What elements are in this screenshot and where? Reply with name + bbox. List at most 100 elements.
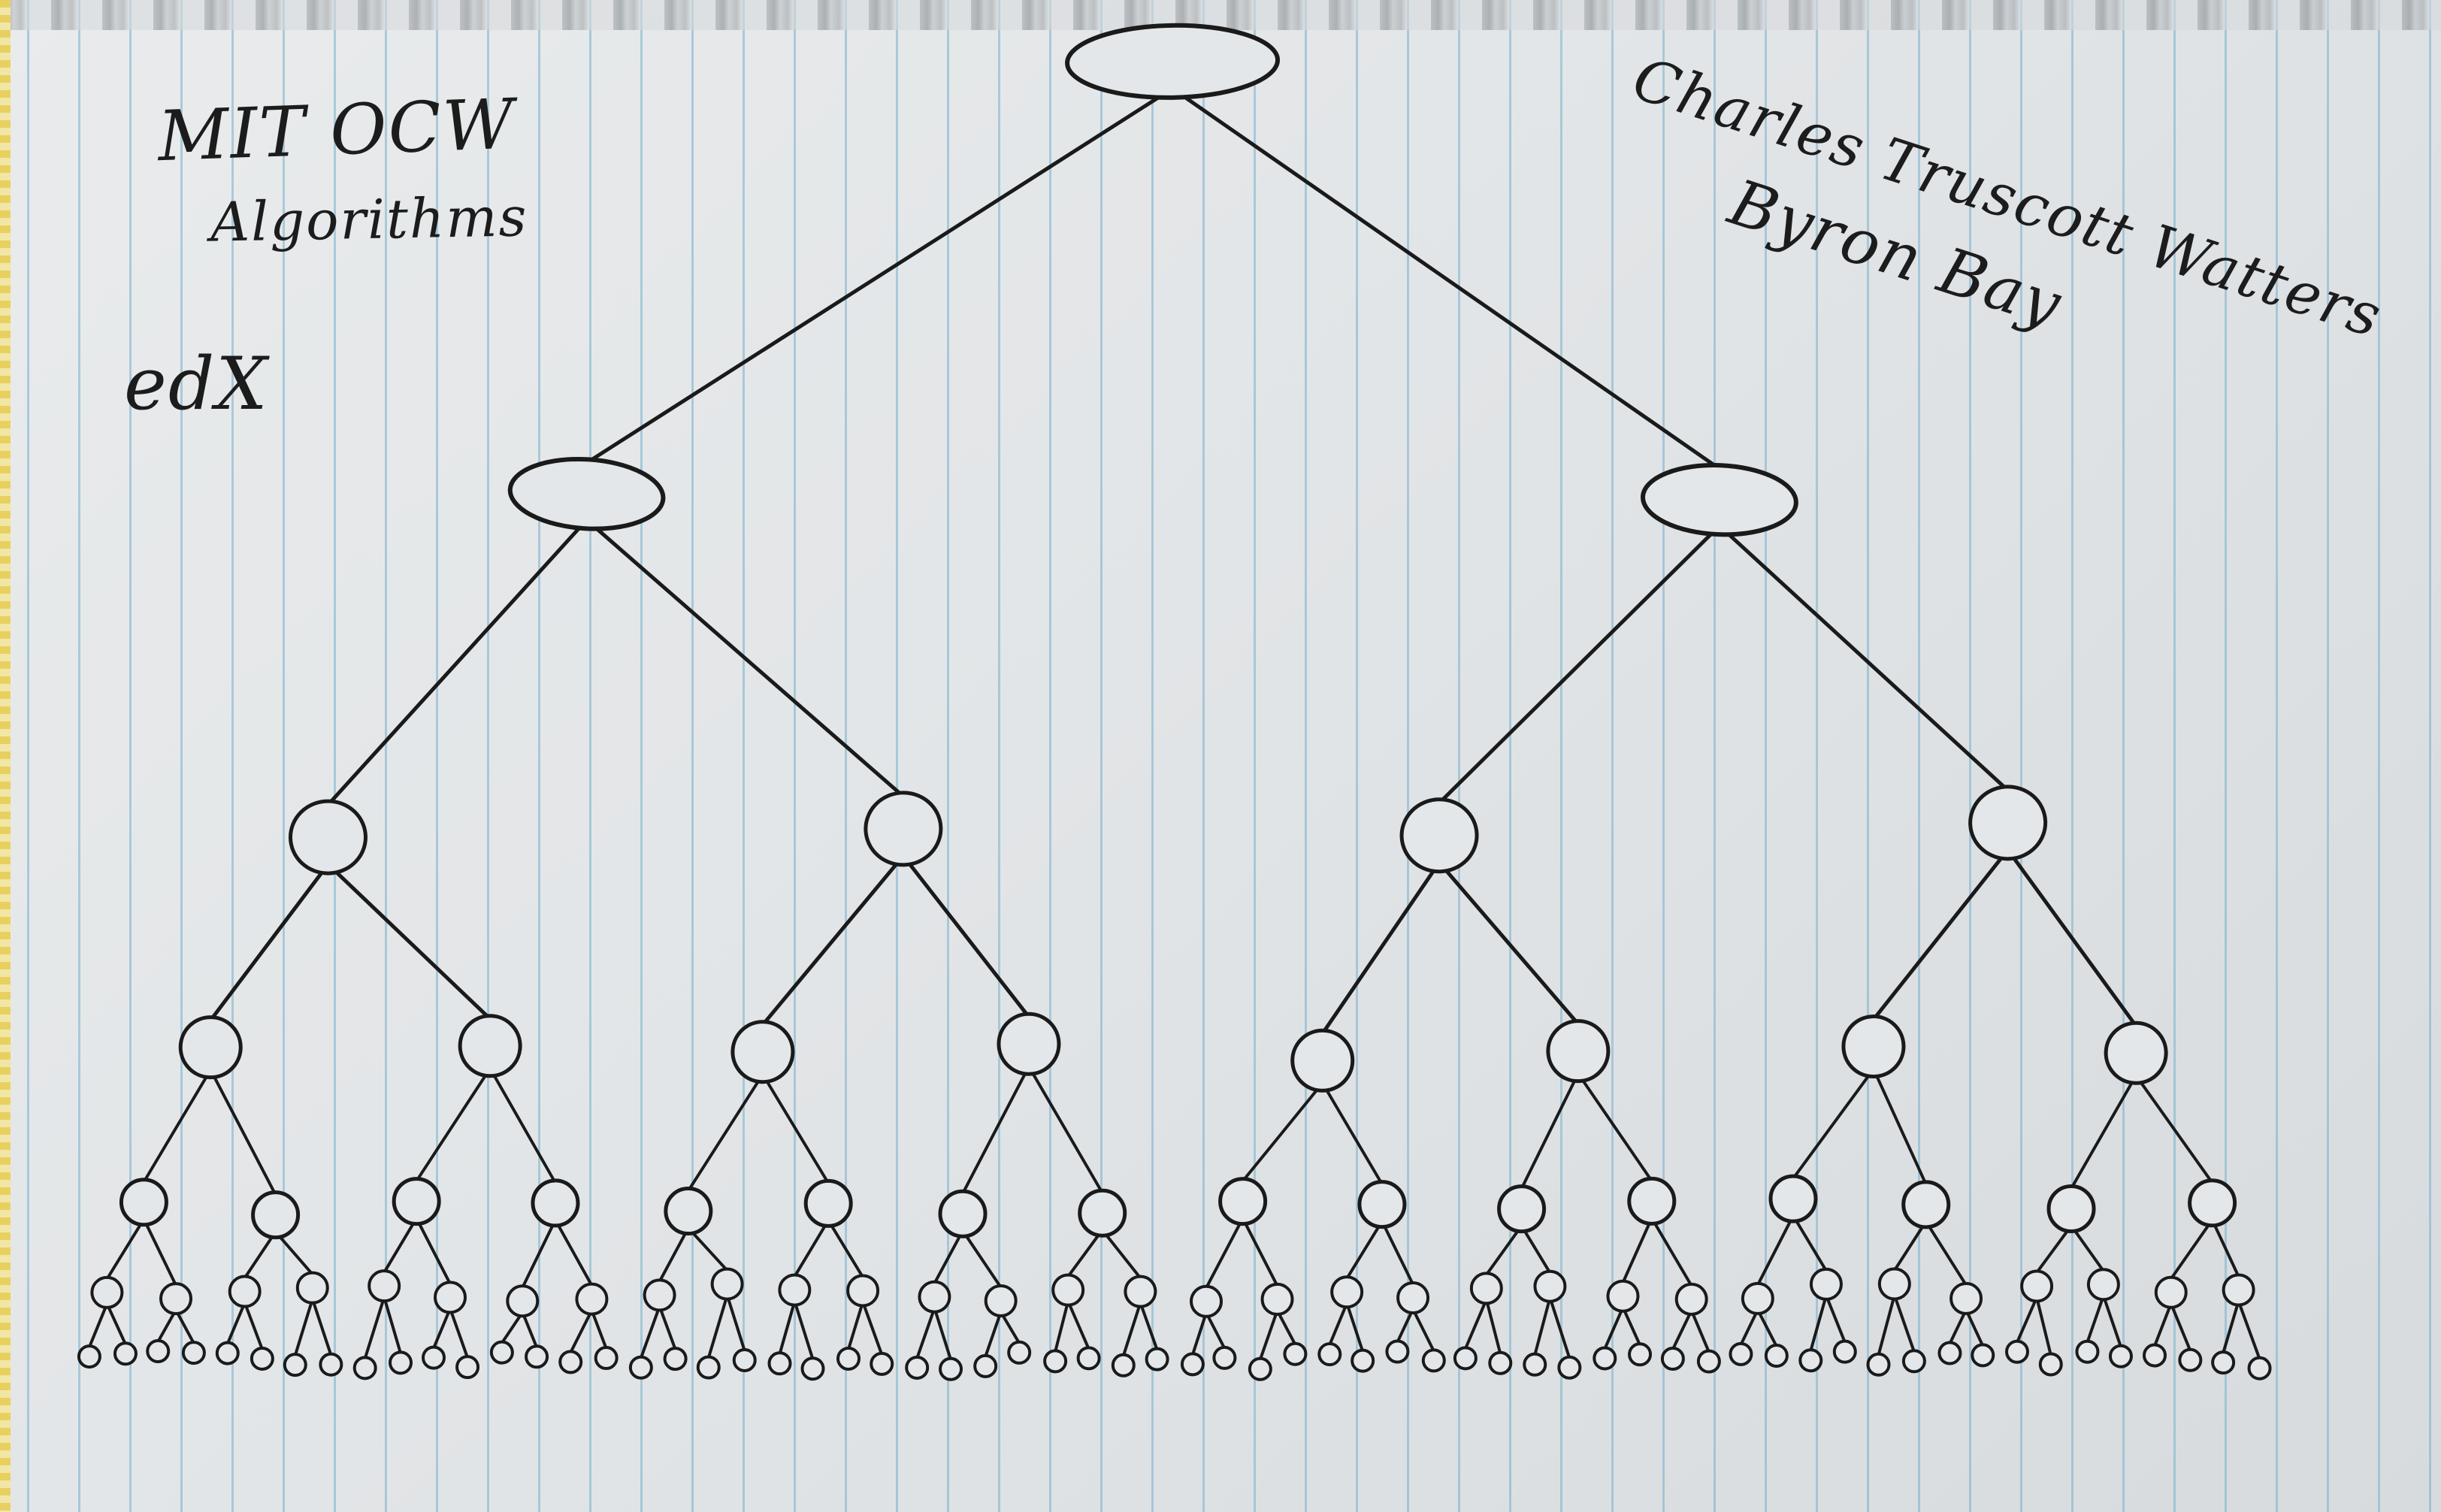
tree-edge — [2101, 1294, 2122, 1349]
tree-edge — [2086, 1294, 2105, 1344]
tree-edge — [569, 1308, 594, 1354]
tree-leaf-node — [1453, 1346, 1478, 1371]
tree-node — [119, 1178, 168, 1227]
tree-node — [997, 1012, 1061, 1076]
tree-edge — [1484, 1224, 1523, 1277]
tree-edge — [1520, 1072, 1580, 1190]
tree-leaf-node — [455, 1355, 480, 1380]
tree-edge — [658, 1226, 690, 1284]
tree-edge — [1205, 1217, 1245, 1290]
tree-edge — [1948, 1308, 1968, 1345]
tree-edge — [243, 1301, 264, 1351]
tree-leaf-node — [767, 1351, 792, 1376]
tree-edge — [1328, 1302, 1349, 1347]
tree-edge — [1484, 1298, 1502, 1356]
tree-edge — [363, 1296, 386, 1360]
tree-edge — [310, 1297, 333, 1357]
tree-edge — [383, 1217, 419, 1275]
tree-edge — [999, 1310, 1021, 1345]
tree-edge — [1396, 1308, 1415, 1344]
tree-node — [288, 799, 368, 875]
tree-edge — [500, 1311, 525, 1345]
tree-leaf-node — [836, 1346, 861, 1371]
tree-leaf-node — [973, 1353, 998, 1378]
tree-leaf-node — [283, 1353, 307, 1377]
tree-leaf-node — [1660, 1347, 1685, 1371]
tree-edge — [2237, 1299, 2261, 1361]
tree-edge — [521, 1218, 557, 1290]
tree-edge — [984, 1310, 1003, 1359]
tree-node — [433, 1281, 467, 1314]
tree-leaf-node — [525, 1344, 549, 1369]
tree-leaf-node — [2211, 1350, 2236, 1375]
tree-edge — [1871, 848, 2010, 1022]
tree-edge — [1739, 1308, 1759, 1347]
tree-edge — [2070, 1224, 2105, 1273]
tree-leaf-node — [2108, 1344, 2133, 1368]
tree-leaf-node — [1832, 1339, 1857, 1364]
tree-edge — [2006, 848, 2138, 1028]
tree-leaf-node — [352, 1356, 377, 1380]
tree-edge — [706, 1293, 729, 1359]
tree-edge — [1576, 1072, 1653, 1183]
tree-edge — [827, 1218, 865, 1279]
tree-node — [1546, 1019, 1611, 1084]
tree-edge — [415, 1066, 492, 1183]
tree-edge — [1190, 1311, 1208, 1356]
tree-leaf-node — [1043, 1349, 1068, 1374]
tree-edge — [1603, 1305, 1625, 1350]
tree-leaf-node — [1007, 1340, 1032, 1365]
tree-edge — [686, 1072, 764, 1193]
tree-node — [368, 1269, 401, 1303]
tree-node — [1124, 1275, 1157, 1308]
tree-edge — [590, 1308, 608, 1350]
tree-node — [778, 1273, 812, 1307]
platform-note: edX — [124, 342, 269, 426]
tree-node — [984, 1284, 1018, 1317]
tree-leaf-node — [2247, 1356, 2272, 1380]
tree-edge — [1689, 1308, 1711, 1354]
tree-node — [1968, 785, 2048, 861]
tree-node — [643, 1278, 676, 1312]
tree-edge — [1437, 524, 1722, 806]
page-edge-stripe — [0, 0, 11, 1512]
tree-leaf-node — [1283, 1341, 1308, 1366]
tree-edge — [1892, 1293, 1916, 1353]
tree-leaf-node — [558, 1350, 583, 1374]
tree-node — [507, 456, 666, 531]
spiral-binding — [0, 0, 2441, 30]
tree-node — [1078, 1188, 1127, 1238]
tree-edge — [521, 1311, 539, 1349]
tree-edge — [1877, 1293, 1896, 1357]
tree-edge — [448, 1307, 470, 1359]
tree-node — [1190, 1284, 1224, 1318]
tree-edge — [1548, 1296, 1571, 1360]
tree-edge — [1756, 1214, 1795, 1287]
tree-node — [159, 1282, 192, 1316]
tree-edge — [1100, 1228, 1142, 1280]
tree-leaf-node — [1248, 1356, 1272, 1381]
tree-leaf-node — [696, 1355, 721, 1380]
tree-node — [1949, 1281, 1983, 1315]
tree-edge — [142, 1068, 213, 1184]
tree-node — [90, 1275, 124, 1309]
tree-node — [1606, 1279, 1640, 1313]
tree-node — [2104, 1021, 2168, 1085]
tree-edge — [761, 854, 906, 1027]
tree-node — [458, 1014, 522, 1078]
tree-leaf-node — [1971, 1343, 1995, 1368]
tree-leaf-node — [1798, 1348, 1823, 1373]
tree-node — [1627, 1176, 1677, 1226]
tree-edge — [489, 1066, 557, 1184]
tree-node — [1357, 1180, 1407, 1229]
tree-edge — [274, 1230, 314, 1276]
tree-leaf-node — [732, 1347, 757, 1372]
tree-edge — [1965, 1308, 1985, 1347]
tree-leaf-node — [1111, 1353, 1136, 1377]
tree-leaf-node — [1696, 1349, 1721, 1374]
tree-leaf-node — [628, 1355, 653, 1380]
tree-edge — [585, 518, 906, 799]
tree-edge — [1411, 1308, 1435, 1353]
tree-node — [531, 1178, 580, 1228]
